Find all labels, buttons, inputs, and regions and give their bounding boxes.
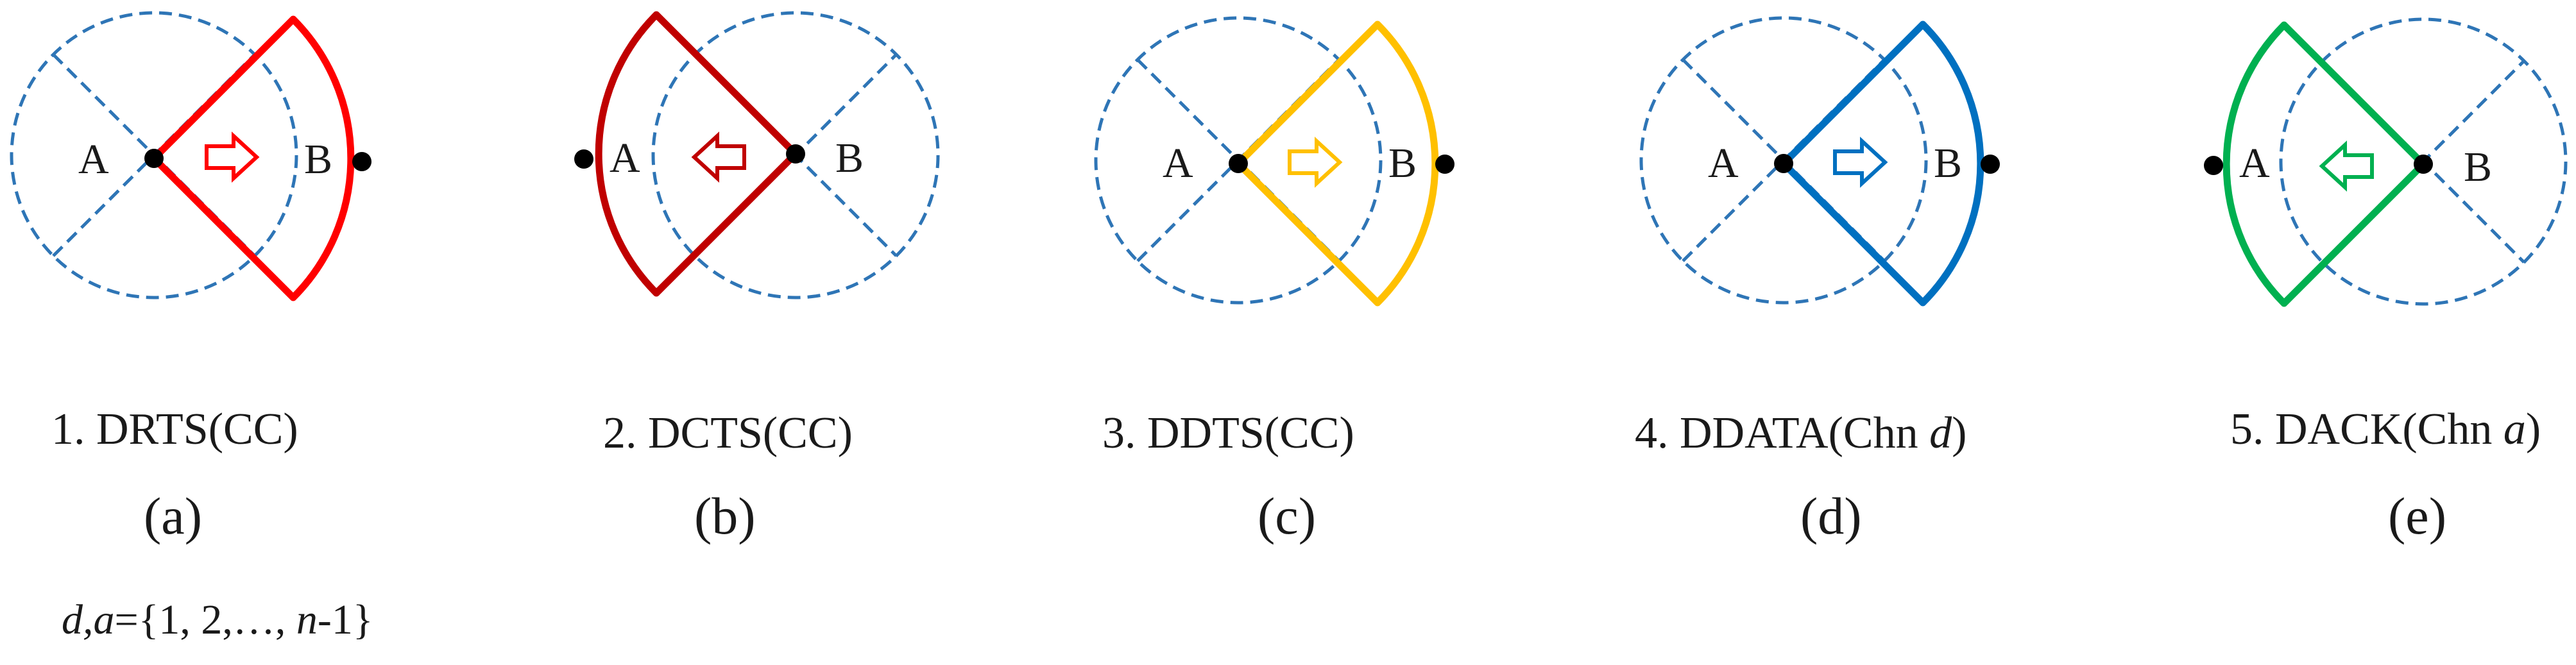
node-b-dot: [1981, 155, 2000, 174]
directional-beam-sector: [595, 11, 799, 297]
caption-text: 1. DRTS(CC): [51, 405, 298, 454]
panel-e: A B 5. DACK(Chn a) (e): [2204, 17, 2568, 545]
panel-c: A B 3. DDTS(CC) (c): [1094, 16, 1454, 545]
node-a-dot: [2204, 156, 2223, 175]
node-b-label: B: [304, 136, 332, 183]
panel-sublabel: (d): [1800, 487, 1862, 545]
footnote-set-open: ={1, 2,…,: [115, 596, 296, 643]
footnote-set-close: -1}: [318, 596, 373, 643]
caption-text: 2. DCTS(CC): [603, 408, 853, 458]
directional-beam-sector: [1780, 21, 1984, 307]
node-b-dot: [2414, 155, 2433, 174]
range-circle-node-a: [10, 11, 298, 299]
range-circle-node-b: [2279, 17, 2568, 306]
node-a-label: A: [1708, 140, 1739, 187]
node-b-dot: [1435, 155, 1454, 174]
range-circle-node-a: [1094, 16, 1383, 305]
node-a-label: A: [610, 135, 640, 181]
panel-sublabel: (c): [1258, 487, 1316, 545]
node-a-dot: [574, 149, 593, 169]
direction-arrow-right: [1288, 137, 1343, 188]
footnote-vars: d,a: [62, 596, 115, 643]
panel-sublabel: (b): [694, 487, 756, 545]
directional-beam-sector: [1234, 21, 1439, 307]
caption-italic: a: [2503, 405, 2526, 454]
panel-a: A B 1. DRTS(CC) (a): [10, 11, 371, 545]
panel-caption: 2. DCTS(CC): [603, 408, 853, 458]
panel-caption: 3. DDTS(CC): [1102, 408, 1354, 458]
node-b-dot: [352, 152, 371, 171]
caption-italic: d: [1929, 408, 1952, 458]
panel-caption: 1. DRTS(CC): [51, 405, 298, 454]
node-b-dot: [786, 144, 805, 164]
caption-suffix: ): [1952, 408, 1966, 458]
direction-arrow-right: [1833, 137, 1888, 188]
node-a-label: A: [1163, 140, 1193, 187]
panel-b: A B 2. DCTS(CC) (b): [574, 11, 940, 545]
node-a-dot: [1774, 154, 1793, 173]
node-a-dot: [1229, 154, 1248, 173]
caption-text: 5. DACK(Chn: [2230, 405, 2503, 454]
caption-text: 3. DDTS(CC): [1102, 408, 1354, 458]
node-a-label: A: [78, 136, 109, 183]
caption-text: 4. DDATA(Chn: [1635, 408, 1929, 458]
direction-arrow-left: [691, 131, 746, 183]
node-b-label: B: [1388, 140, 1417, 187]
panel-d: A B 4. DDATA(Chn d) (d): [1635, 16, 2000, 545]
panel-caption: 5. DACK(Chn a): [2230, 405, 2541, 454]
node-a-dot: [144, 149, 164, 168]
set-definition-footnote: d,a={1, 2,…, n-1}: [62, 596, 373, 643]
panel-caption: 4. DDATA(Chn d): [1635, 408, 1966, 458]
caption-suffix: ): [2526, 405, 2541, 454]
direction-arrow-right: [205, 131, 260, 183]
range-circle-node-b: [651, 11, 940, 299]
panel-sublabel: (a): [144, 487, 202, 545]
node-b-label: B: [2464, 144, 2492, 190]
node-a-label: A: [2239, 140, 2270, 187]
footnote-n: n: [296, 596, 318, 643]
range-circle-node-a: [1639, 16, 1928, 305]
directional-beam-sector: [150, 15, 355, 301]
panel-sublabel: (e): [2388, 487, 2446, 545]
direction-arrow-left: [2319, 140, 2374, 192]
directional-beam-sector: [2222, 21, 2427, 307]
node-b-label: B: [1934, 140, 1962, 187]
node-b-label: B: [835, 135, 864, 181]
